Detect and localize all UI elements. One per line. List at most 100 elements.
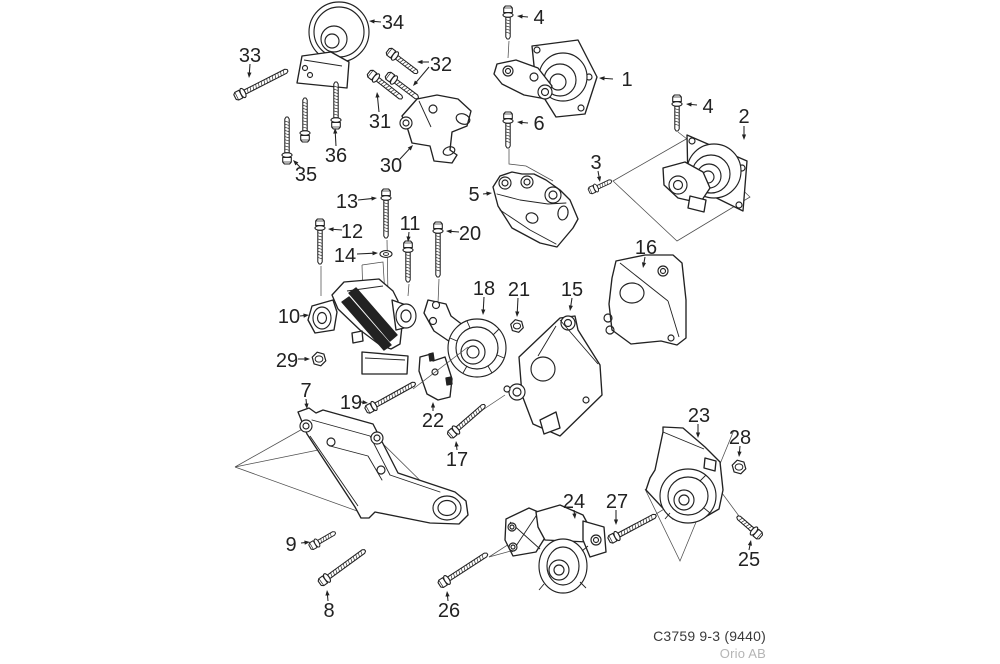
part-bracket-7 <box>234 407 469 525</box>
part-label-12-16: 12 <box>328 221 363 243</box>
part-bolt-4-upper <box>502 5 514 59</box>
drawing-number: C3759 9-3 (9440) <box>653 628 766 644</box>
svg-text:11: 11 <box>400 213 421 235</box>
part-label-8-30: 8 <box>323 590 335 622</box>
svg-text:13: 13 <box>336 191 358 213</box>
svg-text:31: 31 <box>369 111 391 133</box>
part-label-14-18: 14 <box>334 245 378 267</box>
svg-text:28: 28 <box>729 427 751 449</box>
part-label-11-17: 11 <box>400 213 421 242</box>
svg-text:9: 9 <box>285 534 296 556</box>
part-bracket-5 <box>492 149 579 248</box>
part-label-4-12: 4 <box>686 96 714 118</box>
part-label-25-36: 25 <box>738 540 760 571</box>
part-label-9-29: 9 <box>285 534 310 556</box>
part-label-5-10: 5 <box>468 184 492 206</box>
part-bolt-4-right <box>671 94 688 140</box>
part-label-36-4: 36 <box>325 128 347 167</box>
part-label-16-14: 16 <box>635 237 657 268</box>
svg-text:5: 5 <box>468 184 479 206</box>
svg-text:34: 34 <box>382 12 404 34</box>
part-label-21-22: 21 <box>508 279 530 317</box>
part-bolt-17 <box>446 403 486 439</box>
part-label-7-25: 7 <box>300 380 312 409</box>
part-bolt-20 <box>432 221 444 304</box>
part-mount-2 <box>612 134 751 242</box>
part-bolt-8 <box>317 549 367 587</box>
part-bolt-11 <box>402 240 414 297</box>
part-nut-29 <box>311 351 327 367</box>
part-label-19-26: 19 <box>340 392 368 414</box>
svg-text:2: 2 <box>738 106 749 128</box>
part-label-33-1: 33 <box>239 45 261 78</box>
part-label-17-28: 17 <box>446 441 468 471</box>
part-bolt-13 <box>380 188 392 297</box>
part-bracket-15 <box>459 315 603 437</box>
part-label-26-31: 26 <box>438 591 460 622</box>
svg-text:4: 4 <box>702 96 713 118</box>
part-label-24-32: 24 <box>563 491 585 519</box>
part-bolts-32 <box>384 47 420 100</box>
part-mount-1 <box>493 39 598 118</box>
svg-text:4: 4 <box>533 7 544 29</box>
part-label-1-8: 1 <box>599 69 633 91</box>
svg-text:23: 23 <box>688 405 710 427</box>
part-bolt-27 <box>607 513 657 544</box>
svg-text:22: 22 <box>422 410 444 432</box>
part-bolt-9 <box>308 531 337 550</box>
part-label-27-33: 27 <box>606 491 628 525</box>
svg-text:27: 27 <box>606 491 628 513</box>
part-label-13-15: 13 <box>336 191 377 213</box>
part-bolts-35 <box>281 97 311 165</box>
svg-text:24: 24 <box>563 491 585 513</box>
svg-text:15: 15 <box>561 279 583 301</box>
svg-text:6: 6 <box>533 113 544 135</box>
part-mount-10 <box>307 261 417 375</box>
part-label-30-6: 30 <box>380 145 413 177</box>
part-bracket-16 <box>603 254 687 346</box>
svg-text:29: 29 <box>276 350 298 372</box>
svg-text:32: 32 <box>430 54 452 76</box>
part-label-34-0: 34 <box>369 12 404 34</box>
part-bolt-33 <box>233 68 289 101</box>
part-label-23-34: 23 <box>688 405 710 438</box>
svg-text:36: 36 <box>325 145 347 167</box>
part-bolt-3 <box>587 179 613 195</box>
part-bolt-36 <box>330 81 342 130</box>
publisher-name: Orio AB <box>719 646 766 661</box>
part-label-6-9: 6 <box>517 113 545 135</box>
part-label-31-3: 31 <box>369 92 391 133</box>
svg-text:16: 16 <box>635 237 657 259</box>
part-label-28-35: 28 <box>729 427 751 457</box>
svg-text:35: 35 <box>295 164 317 186</box>
part-label-22-27: 22 <box>422 402 444 432</box>
part-bolt-31 <box>366 69 404 100</box>
svg-text:26: 26 <box>438 600 460 622</box>
part-label-20-19: 20 <box>446 223 481 245</box>
part-bolt-6 <box>502 111 514 149</box>
part-nut-28 <box>731 459 747 475</box>
part-bracket-30 <box>399 94 472 164</box>
svg-text:17: 17 <box>446 449 468 471</box>
part-mount-34 <box>296 1 370 89</box>
part-shield-22 <box>412 346 469 401</box>
part-bolt-12 <box>314 218 326 296</box>
part-label-2-13: 2 <box>738 106 750 140</box>
svg-text:18: 18 <box>473 278 495 300</box>
svg-text:7: 7 <box>300 380 311 402</box>
svg-text:25: 25 <box>738 549 760 571</box>
svg-text:30: 30 <box>380 155 402 177</box>
part-label-4-7: 4 <box>517 7 545 29</box>
part-label-32-2: 32 <box>413 54 452 86</box>
part-label-3-11: 3 <box>590 152 602 182</box>
svg-text:1: 1 <box>621 69 632 91</box>
svg-text:33: 33 <box>239 45 261 67</box>
svg-text:21: 21 <box>508 279 530 301</box>
svg-text:19: 19 <box>340 392 362 414</box>
svg-text:3: 3 <box>590 152 601 174</box>
part-mount-18 <box>423 299 507 378</box>
part-label-35-5: 35 <box>293 160 317 186</box>
svg-text:10: 10 <box>278 306 300 328</box>
svg-text:14: 14 <box>334 245 356 267</box>
